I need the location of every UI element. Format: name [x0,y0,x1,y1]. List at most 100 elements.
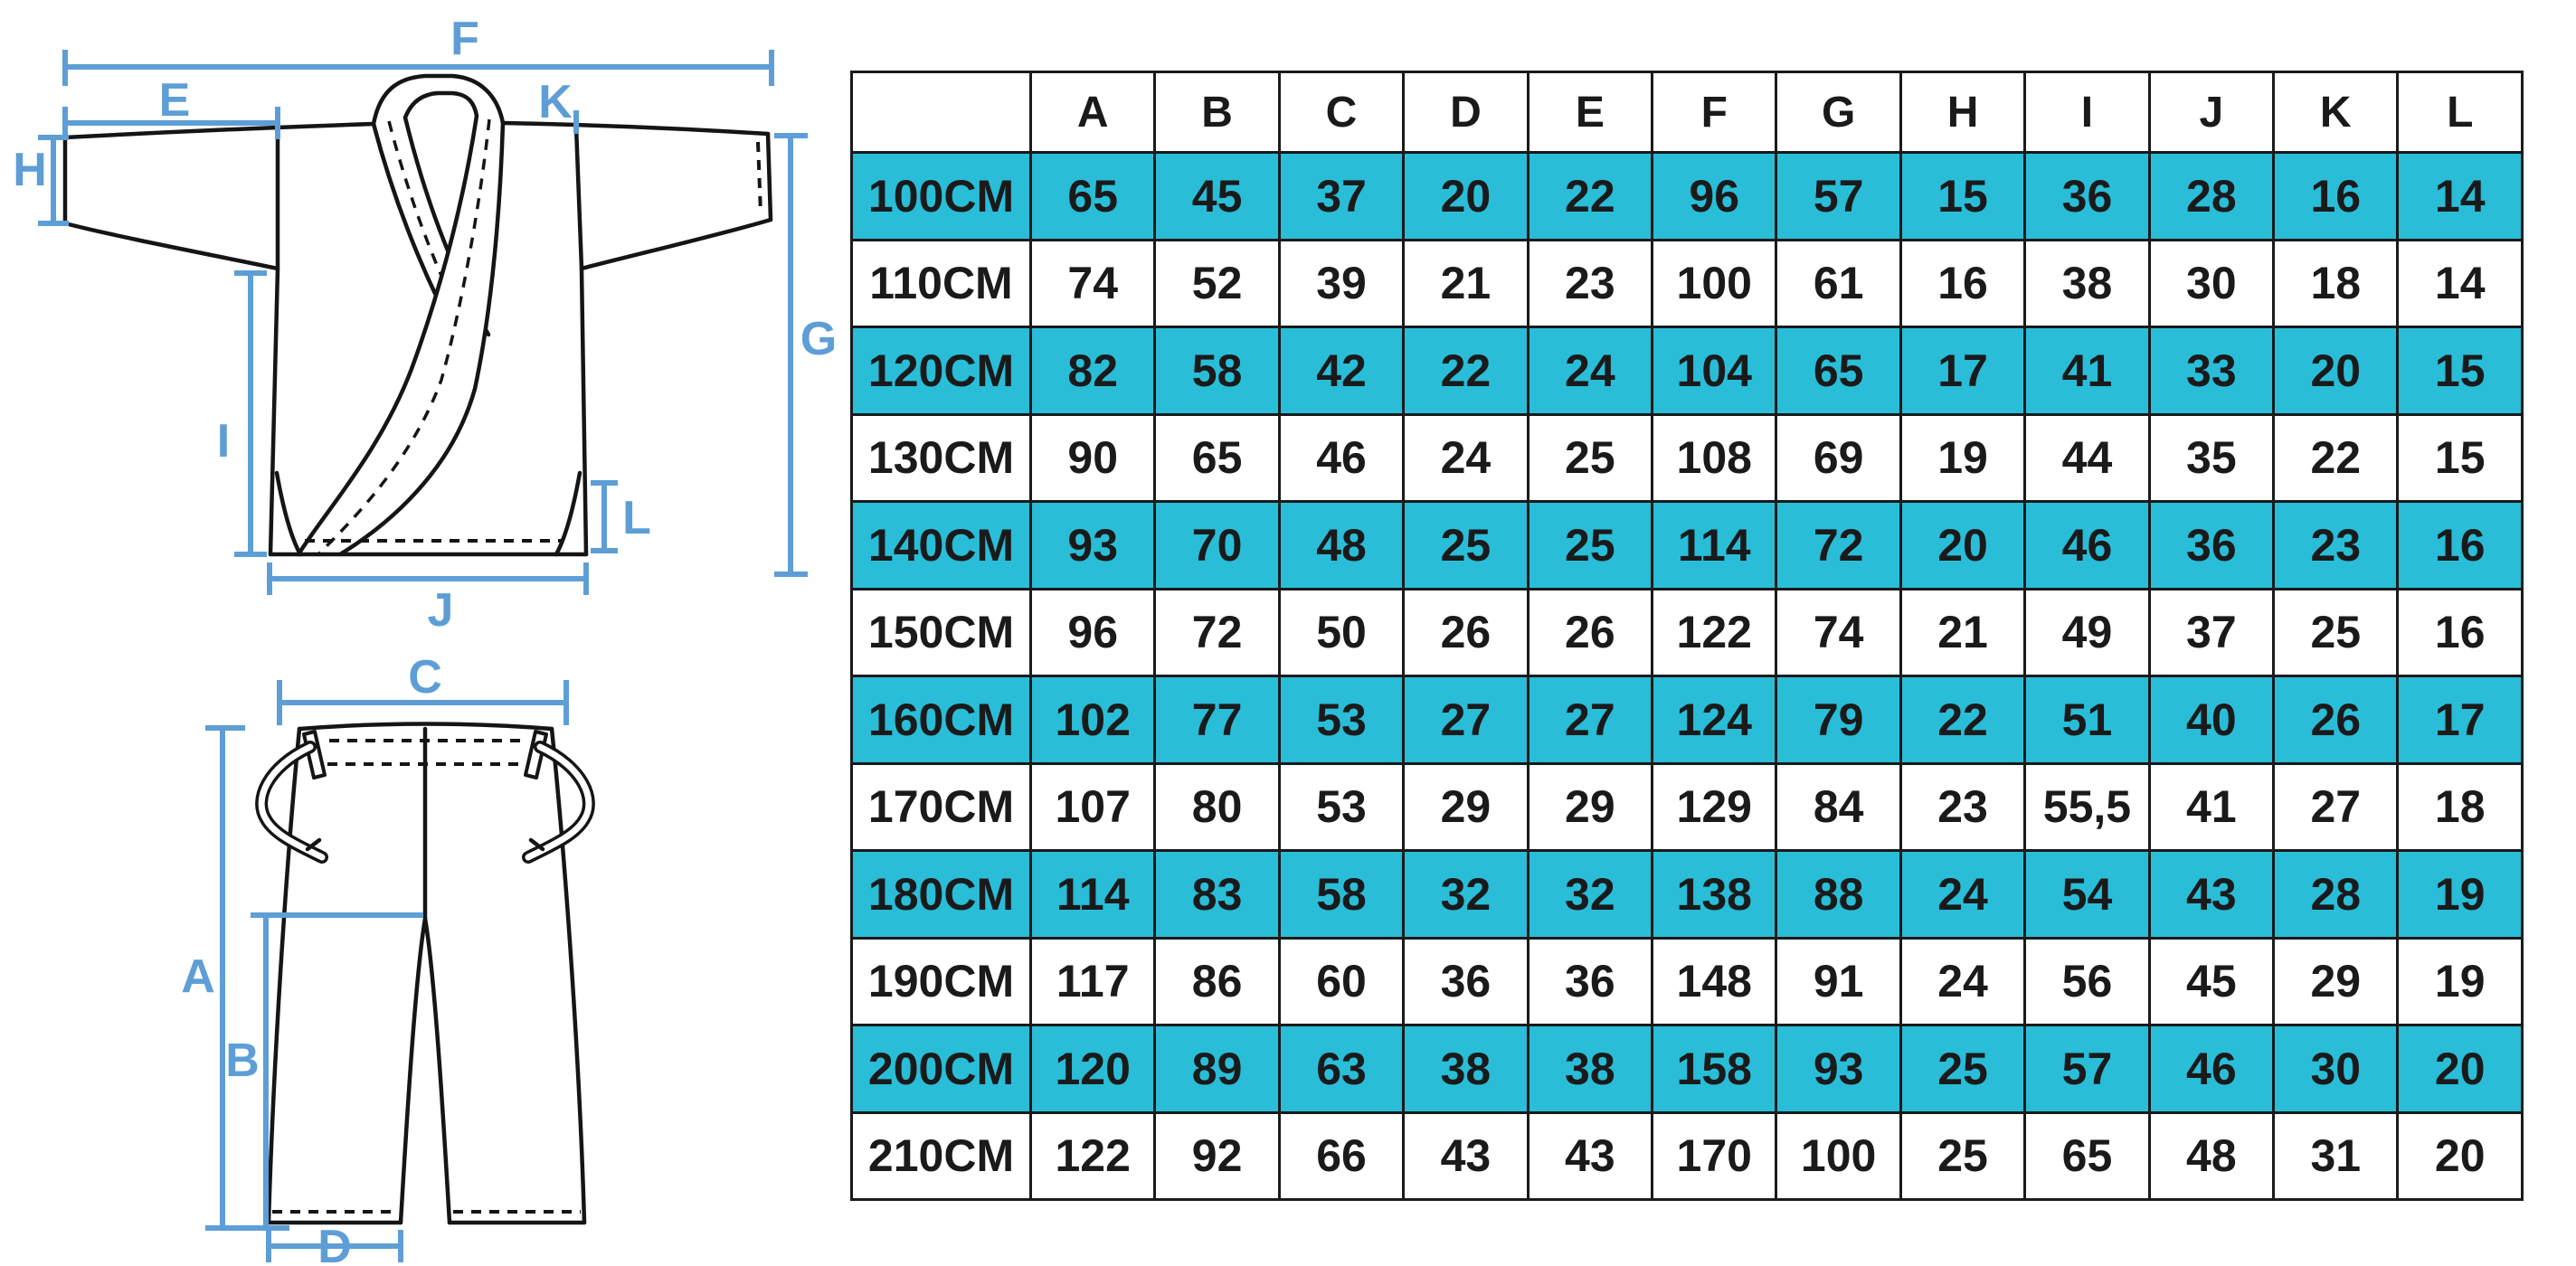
measurement-cell: 20 [2396,1024,2524,1114]
column-header-B: B [1153,71,1281,154]
column-header-L: L [2396,71,2524,154]
measurement-cell: 158 [1651,1024,1778,1114]
measurement-cell: 43 [1402,1110,1530,1201]
jacket-left-underarm [62,221,280,271]
measurement-cell: 16 [2272,151,2400,241]
size-label-cell: 120CM [850,326,1032,416]
jacket-right-underarm [579,217,773,271]
measurement-cell: 18 [2396,761,2524,852]
measurement-cell: 15 [2396,326,2524,416]
jacket-diagram: F E K H G I L J [13,13,837,637]
column-header-G: G [1775,71,1902,154]
dim-line-C [277,680,569,725]
size-label-cell: 190CM [850,936,1032,1026]
measurement-cell: 36 [1526,936,1654,1026]
measurement-cell: 89 [1153,1024,1281,1114]
measurement-cell: 102 [1028,675,1157,765]
measurement-cell: 43 [1526,1110,1654,1201]
dim-line-I [234,270,267,557]
measurement-cell: 14 [2396,151,2524,241]
measurement-diagram: F E K H G I L J [13,13,837,1266]
measurement-cell: 14 [2396,238,2524,328]
measurement-cell: 32 [1402,849,1530,940]
measurement-cell: 29 [2272,936,2400,1026]
measurement-cell: 28 [2272,849,2400,940]
measurement-cell: 32 [1526,849,1654,940]
measurement-cell: 58 [1153,326,1281,416]
dim-label-F: F [450,13,479,65]
measurement-cell: 54 [2023,849,2151,940]
left-side-slit [274,470,303,557]
column-header-E: E [1526,71,1654,154]
measurement-cell: 28 [2147,151,2276,241]
measurement-cell: 100 [1775,1110,1902,1201]
measurement-cell: 52 [1153,238,1281,328]
measurement-cell: 93 [1028,500,1157,590]
jacket-right-side [573,124,589,557]
dim-line-A [205,725,289,1231]
dim-label-L: L [622,492,651,544]
measurement-cell: 72 [1153,587,1281,677]
measurement-cell: 15 [2396,412,2524,503]
measurement-cell: 65 [2023,1110,2151,1201]
measurement-cell: 35 [2147,412,2276,503]
collar [374,76,503,124]
measurement-cell: 96 [1028,587,1157,677]
measurement-cell: 45 [1153,151,1281,241]
measurement-cell: 24 [1899,849,2027,940]
measurement-cell: 65 [1028,151,1157,241]
measurement-cell: 21 [1402,238,1530,328]
measurement-cell: 88 [1775,849,1902,940]
dim-label-J: J [428,584,454,637]
measurement-cell: 58 [1277,849,1406,940]
dim-label-B: B [225,1035,260,1087]
measurement-cell: 120 [1028,1024,1157,1114]
measurement-cell: 84 [1775,761,1902,852]
measurement-cell: 24 [1526,326,1654,416]
measurement-cell: 20 [1402,151,1530,241]
measurement-cell: 55,5 [2023,761,2151,852]
measurement-cell: 20 [1899,500,2027,590]
measurement-cell: 77 [1153,675,1281,765]
measurement-cell: 124 [1651,675,1778,765]
measurement-cell: 15 [1899,151,2027,241]
measurement-cell: 51 [2023,675,2151,765]
measurement-cell: 104 [1651,326,1778,416]
measurement-cell: 23 [1526,238,1654,328]
measurement-cell: 37 [1277,151,1406,241]
measurement-cell: 20 [2396,1110,2524,1201]
pants-right-outer [549,726,587,1225]
measurement-cell: 80 [1153,761,1281,852]
measurement-cell: 46 [2147,1024,2276,1114]
front-lapel-stitch [317,118,491,556]
measurement-cell: 29 [1526,761,1654,852]
size-label-cell: 210CM [850,1110,1032,1201]
measurement-cell: 60 [1277,936,1406,1026]
table-corner-cell [850,71,1032,154]
measurement-cell: 23 [2272,500,2400,590]
size-label-cell: 200CM [850,1024,1032,1114]
measurement-cell: 41 [2023,326,2151,416]
measurement-cell: 22 [2272,412,2400,503]
measurement-cell: 114 [1028,849,1157,940]
measurement-cell: 33 [2147,326,2276,416]
measurement-cell: 96 [1651,151,1778,241]
column-header-H: H [1899,71,2027,154]
measurement-cell: 129 [1651,761,1778,852]
measurement-cell: 138 [1651,849,1778,940]
measurement-cell: 74 [1028,238,1157,328]
measurement-cell: 22 [1899,675,2027,765]
pants-diagram: C A B D [181,651,595,1266]
dim-label-C: C [408,651,442,704]
measurement-cell: 22 [1526,151,1654,241]
measurement-cell: 72 [1775,500,1902,590]
measurement-cell: 46 [2023,500,2151,590]
